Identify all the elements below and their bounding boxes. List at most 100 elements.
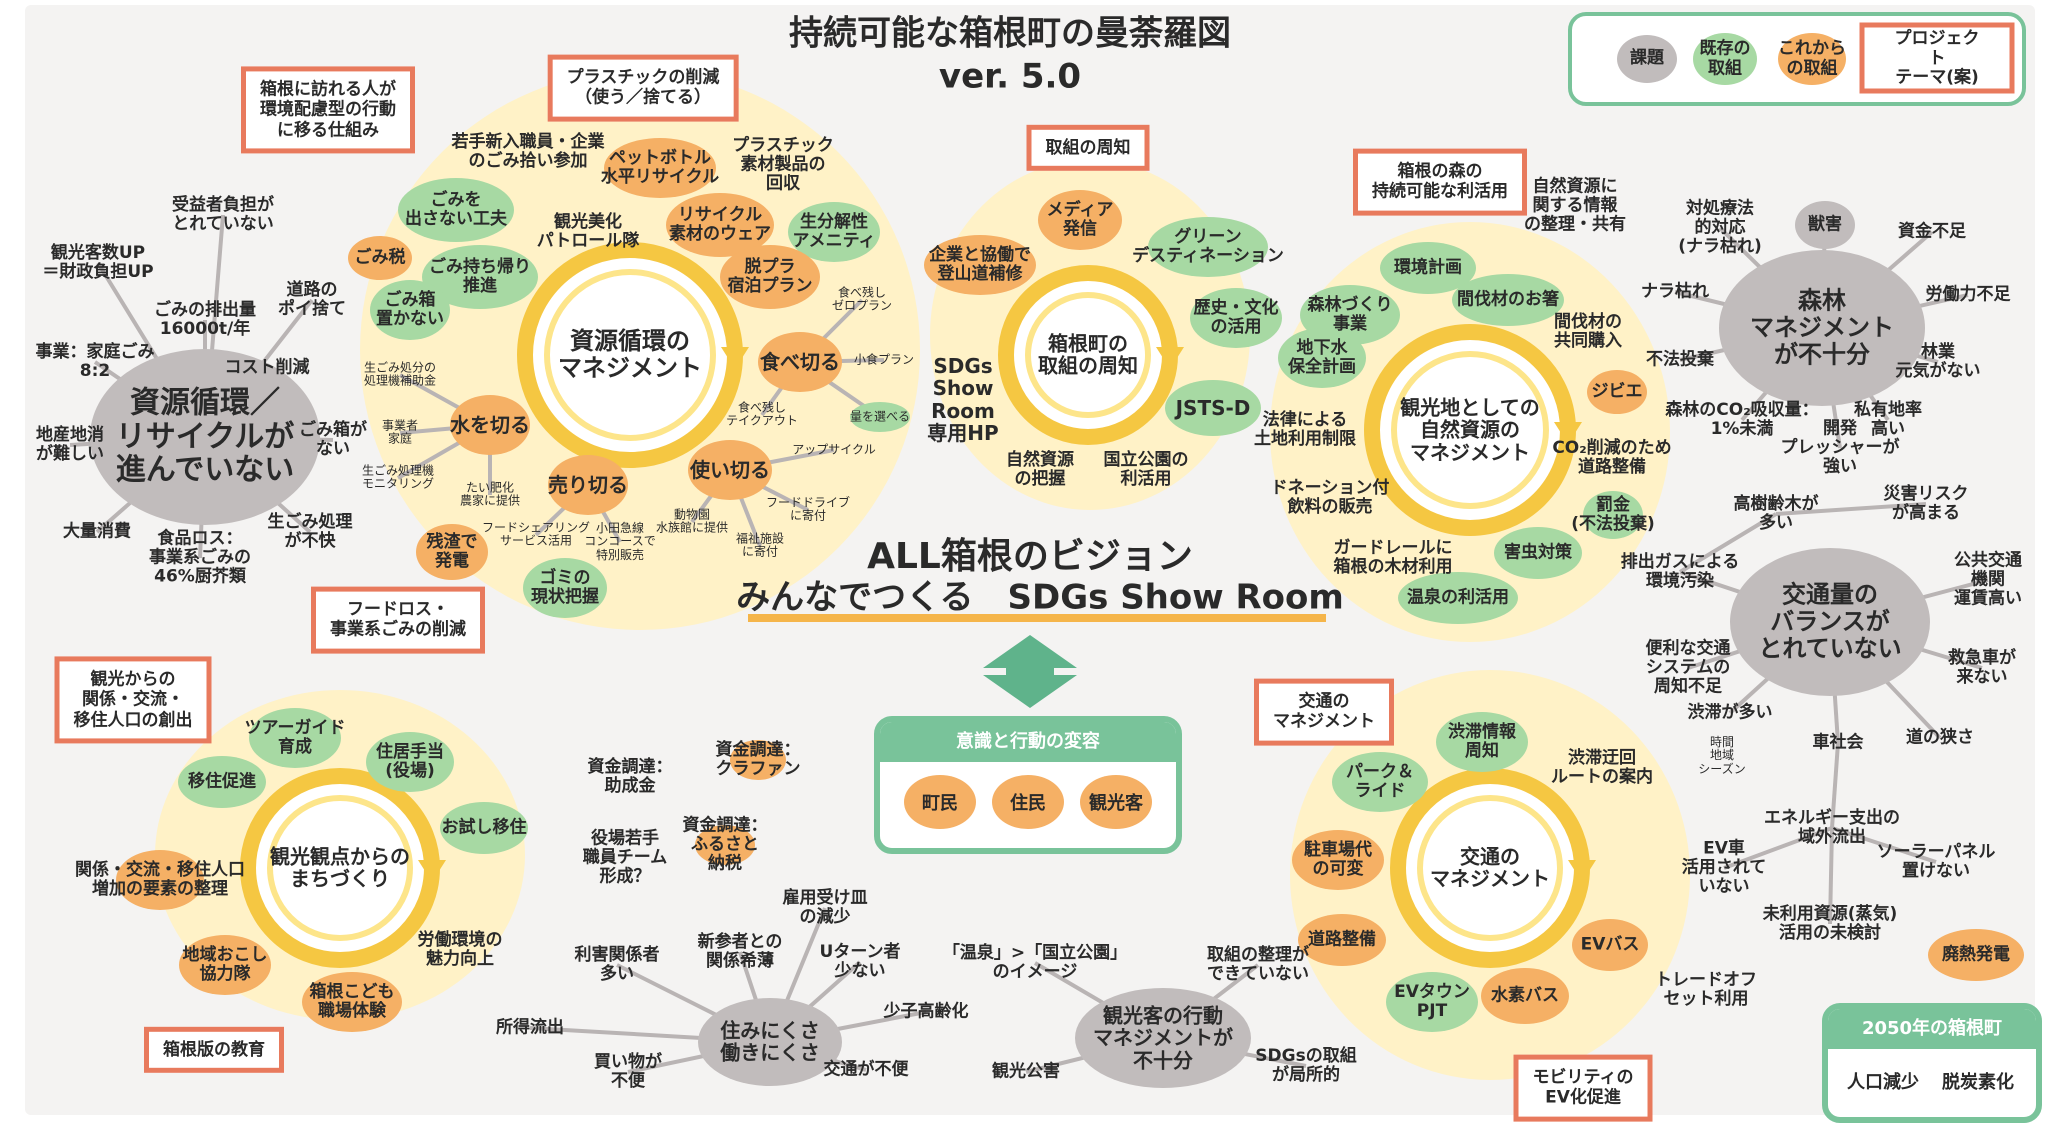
vision-subtitle: みんなでつくる SDGs Show Room bbox=[736, 577, 1344, 618]
centers-nature-label: 観光地としての 自然資源の マネジメント bbox=[1400, 395, 1540, 465]
existing-bubble bbox=[1452, 274, 1564, 326]
change-box: 意識と行動の変容 町民 住民 観光客 bbox=[874, 716, 1182, 854]
hubs-live-issue-label: 住みにくさ 働きにくさ bbox=[720, 1018, 820, 1065]
hubs-forest-issue-label: 森林 マネジメント が不十分 bbox=[1750, 286, 1894, 369]
existing-bubble bbox=[1494, 527, 1582, 579]
tourism-area-d7-label: 地域おこし 協力隊 bbox=[182, 944, 268, 984]
legend-existing: 既存の 取組 bbox=[1699, 38, 1751, 78]
traffic-area-c8-label: 水素バス bbox=[1491, 985, 1559, 1006]
forest-spokes-f2-label: 獣害 bbox=[1808, 214, 1842, 235]
existing-bubble bbox=[1386, 972, 1478, 1032]
resource-area-n28-label: フードシェアリング サービス活用 bbox=[481, 520, 591, 548]
page-title: 持続可能な箱根町の曼荼羅図 ver. 5.0 bbox=[789, 13, 1231, 97]
tourism-area-d8-label: 箱根こども 職場体験 bbox=[309, 981, 395, 1021]
centers-promo-label: 箱根町の 取組の周知 bbox=[1038, 331, 1138, 378]
traffic-area-c5-label: 道路整備 bbox=[1308, 929, 1376, 950]
traffic-spokes-t10-label: EV車 活用されて いない bbox=[1681, 838, 1767, 897]
resource-area-n6-label: リサイクル 素材のウェア bbox=[669, 204, 771, 244]
legend-future: これから の取組 bbox=[1778, 38, 1846, 78]
forest-spokes-f10-label: 開発 プレッシャーが 強い bbox=[1780, 418, 1900, 477]
tourism-area-d5-label: 関係・交流・移住人口 増加の要素の整理 bbox=[75, 859, 245, 899]
resource-area-n24-label: 事業者 家庭 bbox=[381, 418, 419, 446]
live-spokes-g2-label: 新参者との 関係希薄 bbox=[697, 931, 783, 971]
legend-issue: 課題 bbox=[1630, 48, 1664, 69]
nature-area-b13-label: 温泉の利活用 bbox=[1407, 587, 1509, 608]
tourism-area-d4-label: お試し移住 bbox=[441, 817, 527, 838]
resource-area-n12-label: 食べ残し ゼロプラン bbox=[831, 285, 893, 313]
center-inner-ring bbox=[267, 795, 413, 941]
forest-spokes-f3-label: 資金不足 bbox=[1898, 221, 1966, 242]
resource-area-n18-label: 使い切る bbox=[690, 457, 770, 482]
change-item-residents: 町民 bbox=[922, 793, 958, 814]
double-arrow-icon bbox=[983, 635, 1077, 708]
existing-bubble bbox=[1332, 752, 1428, 812]
year2050-title: 2050年の箱根町 bbox=[1828, 1009, 2036, 1049]
resource-area-n4-label: ごみを 出さない工夫 bbox=[405, 189, 507, 229]
visitor-spokes-h4-label: SDGsの取組 が局所的 bbox=[1255, 1045, 1357, 1085]
change-box-bubbles bbox=[904, 775, 1152, 829]
resource-area-n3-label: プラスチック 素材製品の 回収 bbox=[732, 135, 834, 194]
forest-spokes-f8-label: 森林のCO₂吸収量： 1%未満 bbox=[1665, 399, 1819, 439]
center-inner-ring bbox=[544, 269, 716, 441]
future-bubble bbox=[758, 332, 842, 392]
change-item-inhabitants: 住民 bbox=[1010, 793, 1046, 814]
funding-e2-label: 資金調達： 助成金 bbox=[587, 756, 673, 796]
traffic-area-c7-label: EVタウン PJT bbox=[1394, 981, 1470, 1021]
spoke-line bbox=[1678, 512, 1778, 574]
future-bubble bbox=[116, 850, 204, 910]
future-bubble bbox=[730, 740, 786, 780]
issue-bubble bbox=[1719, 250, 1925, 406]
recycle-spokes-s9-label: 大量消費 bbox=[63, 521, 131, 542]
resource-area-n23-label: 生ごみ処分の 処理機補助金 bbox=[363, 360, 437, 388]
resource-area-n17-label: アップサイクル bbox=[792, 442, 876, 457]
issue-bubble bbox=[90, 349, 320, 525]
recycle-spokes-s8-label: ごみ箱が ない bbox=[299, 419, 367, 459]
resource-area-n8-label: ごみ税 bbox=[354, 247, 406, 268]
resource-area-n14-label: 小食プラン bbox=[853, 352, 915, 367]
issue-bubble bbox=[1075, 988, 1251, 1088]
existing-bubble bbox=[1278, 328, 1366, 388]
promo-area-a1-label: メディア 発信 bbox=[1046, 199, 1114, 239]
resource-area-n9-label: ごみ持ち帰り 推進 bbox=[429, 256, 531, 296]
tourism-area-d2-label: 住居手当 (役場) bbox=[376, 741, 444, 781]
traffic-spokes-t7-label: 車社会 bbox=[1812, 732, 1864, 753]
promo-area-a2-label: 企業と協働で 登山道補修 bbox=[929, 244, 1031, 284]
projects-p2-project: プラスチックの削減 （使う／捨てる） bbox=[547, 54, 739, 122]
resource-area-n29-label: 小田急線 コンコースで 特別販売 bbox=[584, 520, 656, 562]
spoke-line bbox=[1723, 826, 1833, 870]
future-bubble bbox=[416, 524, 488, 580]
recycle-spokes-s6-label: コスト削減 bbox=[224, 357, 310, 378]
funding-e4-label: 資金調達： ふるさと 納税 bbox=[682, 815, 768, 874]
existing-bubble bbox=[440, 802, 528, 854]
projects-p9-project: モビリティの EV化促進 bbox=[1513, 1054, 1653, 1122]
centers-tourism-label: 観光観点からの まちづくり bbox=[270, 844, 410, 891]
live-spokes-g7-label: 買い物が 不便 bbox=[594, 1051, 662, 1091]
visitor-spokes-h1-label: 「温泉」>「国立公園」 のイメージ bbox=[942, 942, 1128, 982]
funding-e3-label: 役場若手 職員チーム 形成？ bbox=[582, 828, 668, 887]
forest-spokes-f11-label: 高樹齢木が 多い bbox=[1733, 493, 1819, 533]
future-bubble bbox=[604, 138, 716, 198]
hubs-visitor-issue-label: 観光客の行動 マネジメントが 不十分 bbox=[1093, 1003, 1233, 1073]
forest-spokes-f1-label: 対処療法 的対応 (ナラ枯れ) bbox=[1678, 198, 1762, 257]
cycle-arrow-icon bbox=[418, 860, 446, 882]
spoke-line bbox=[1828, 827, 1834, 925]
change-box-title: 意識と行動の変容 bbox=[880, 722, 1176, 762]
traffic-area-c6-label: EVバス bbox=[1580, 934, 1640, 955]
forest-spokes-f5-label: 労働力不足 bbox=[1925, 284, 2011, 305]
cycle-arrow-icon bbox=[1554, 422, 1582, 444]
forest-spokes-f6-label: 不法投棄 bbox=[1646, 349, 1714, 370]
existing-bubble bbox=[788, 202, 880, 262]
future-bubble bbox=[450, 395, 530, 455]
nature-area-b10-label: 罰金 (不法投棄) bbox=[1571, 494, 1655, 534]
future-bubble bbox=[1038, 190, 1122, 250]
existing-bubble bbox=[1165, 380, 1261, 436]
traffic-spokes-t3-label: 便利な交通 システムの 周知不足 bbox=[1645, 638, 1731, 697]
projects-p8-project: 交通の マネジメント bbox=[1254, 678, 1394, 746]
recycle-spokes-s2-label: 観光客数UP ＝財政負担UP bbox=[42, 242, 154, 282]
future-bubble bbox=[302, 972, 402, 1032]
recycle-spokes-s3-label: ごみの排出量 16000t/年 bbox=[154, 299, 256, 339]
year2050-item-population: 人口減少 bbox=[1847, 1072, 1919, 1093]
traffic-spokes-t11-label: ソーラーパネル 置けない bbox=[1876, 841, 1996, 881]
